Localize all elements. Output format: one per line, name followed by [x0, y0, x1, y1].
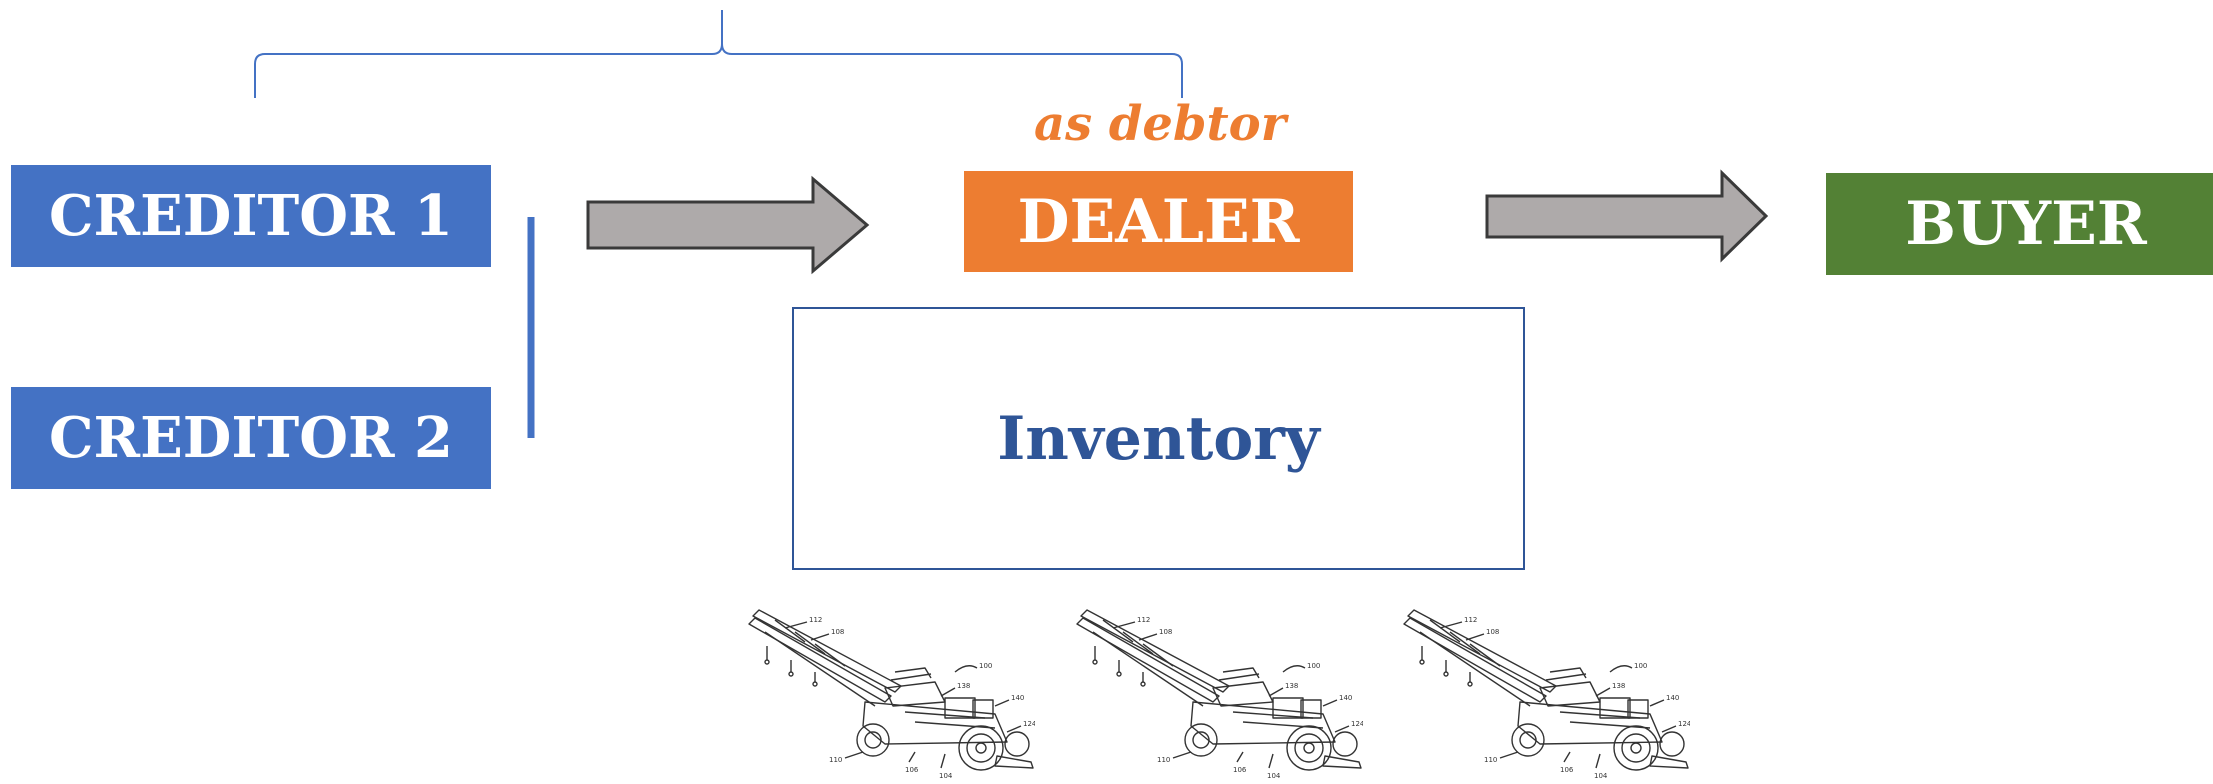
buyer-box: BUYER: [1826, 173, 2213, 275]
buyer-label: BUYER: [1905, 189, 2147, 259]
svg-text:112: 112: [1137, 616, 1150, 624]
creditor-2-box: CREDITOR 2: [11, 387, 491, 489]
creditor-2-label: CREDITOR 2: [48, 405, 453, 471]
grouping-brace: [254, 10, 1183, 98]
creditor-1-label: CREDITOR 1: [48, 183, 453, 249]
svg-text:100: 100: [1307, 662, 1320, 670]
svg-text:138: 138: [957, 682, 970, 690]
svg-text:104: 104: [1594, 772, 1608, 780]
svg-text:106: 106: [1233, 766, 1247, 774]
svg-text:124: 124: [1678, 720, 1690, 728]
svg-text:140: 140: [1011, 694, 1024, 702]
svg-text:100: 100: [979, 662, 992, 670]
dealer-role-label: as debtor: [1034, 96, 1286, 152]
svg-text:104: 104: [1267, 772, 1281, 780]
svg-text:110: 110: [829, 756, 842, 764]
inventory-box: Inventory: [792, 307, 1525, 570]
dealer-label: DEALER: [1017, 186, 1300, 257]
sprayer-machine-icon: 112 108 100 138 140 124 110 106 104: [1400, 602, 1692, 784]
svg-text:106: 106: [1560, 766, 1574, 774]
svg-text:110: 110: [1484, 756, 1497, 764]
dealer-box: DEALER: [964, 171, 1353, 272]
svg-text:124: 124: [1351, 720, 1363, 728]
svg-text:112: 112: [1464, 616, 1477, 624]
svg-text:106: 106: [905, 766, 919, 774]
sprayer-machine-icon: 112 108 100 138 140 124 110 106 104: [745, 602, 1037, 784]
svg-text:138: 138: [1285, 682, 1298, 690]
svg-text:138: 138: [1612, 682, 1625, 690]
svg-text:104: 104: [939, 772, 953, 780]
svg-text:108: 108: [1159, 628, 1172, 636]
svg-text:110: 110: [1157, 756, 1170, 764]
creditor-1-box: CREDITOR 1: [11, 165, 491, 267]
svg-text:140: 140: [1339, 694, 1352, 702]
svg-text:124: 124: [1023, 720, 1035, 728]
svg-text:108: 108: [831, 628, 844, 636]
svg-text:140: 140: [1666, 694, 1679, 702]
svg-text:100: 100: [1634, 662, 1647, 670]
svg-text:108: 108: [1486, 628, 1499, 636]
inventory-label: Inventory: [997, 403, 1320, 474]
sprayer-machine-icon: 112 108 100 138 140 124 110 106 104: [1073, 602, 1365, 784]
right-arrow-icon: [1485, 169, 1769, 263]
right-arrow-icon: [586, 175, 870, 275]
svg-text:112: 112: [809, 616, 822, 624]
